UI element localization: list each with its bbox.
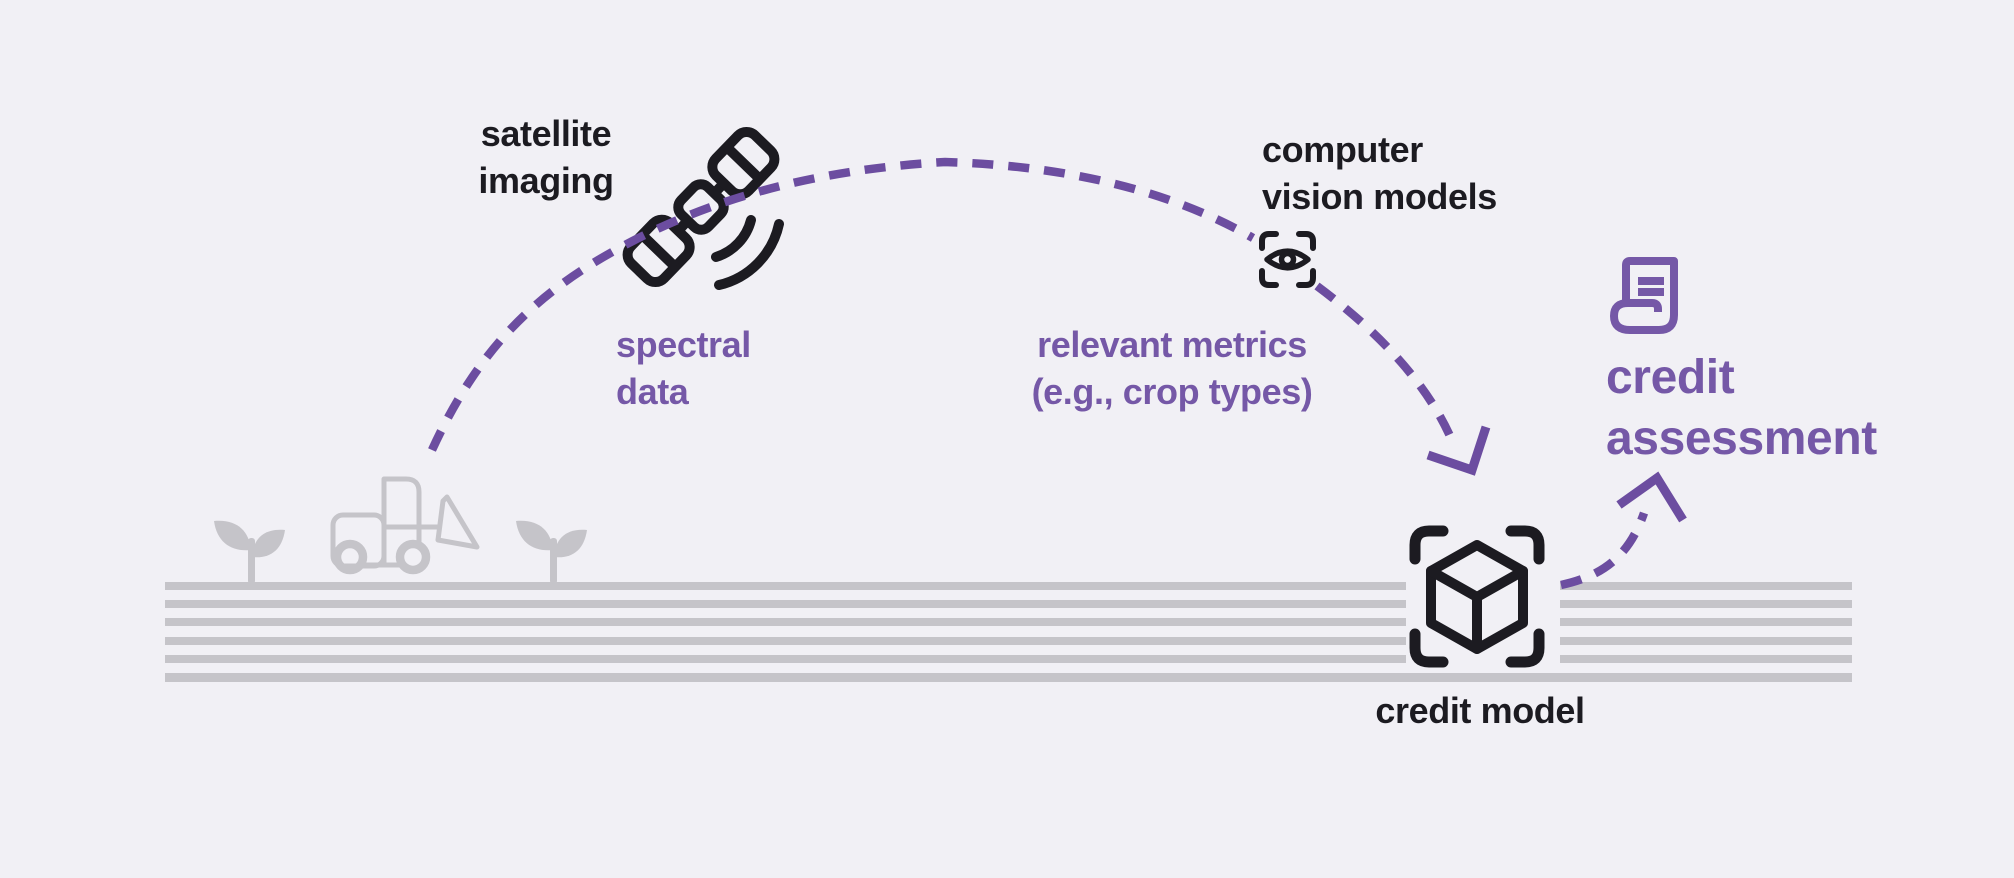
- computer-vision-line2: vision models: [1262, 176, 1497, 217]
- trajectory-model-to-assessment: [1560, 471, 1687, 590]
- satellite-imaging-label: satellite imaging: [478, 110, 614, 204]
- relevant-metrics-label: relevant metrics (e.g., crop types): [1032, 321, 1313, 415]
- relevant-metrics-line1: relevant metrics: [1037, 324, 1307, 365]
- eye-scan-icon: [1259, 231, 1316, 288]
- satellite-imaging-line2: imaging: [478, 160, 614, 201]
- arrowhead-up-icon: [1616, 471, 1687, 523]
- sprout-icon: [516, 520, 587, 584]
- computer-vision-line1: computer: [1262, 129, 1423, 170]
- cube-scan-icon: [1409, 525, 1545, 668]
- credit-assessment-line1: credit: [1606, 351, 1735, 404]
- signal-waves-icon: [711, 215, 784, 290]
- trajectory-satellite-to-vision: [428, 157, 1256, 452]
- satellite-icon: [622, 126, 784, 290]
- credit-model-label: credit model: [1375, 687, 1585, 734]
- relevant-metrics-line2: (e.g., crop types): [1031, 371, 1313, 412]
- arrowhead-down-icon: [1426, 425, 1491, 476]
- credit-model-text: credit model: [1375, 690, 1585, 731]
- credit-assessment-label: credit assessment: [1606, 347, 1877, 469]
- field-rows: [165, 582, 1852, 682]
- spectral-data-line2: data: [616, 371, 689, 412]
- credit-assessment-line2: assessment: [1606, 412, 1877, 465]
- receipt-icon: [1610, 257, 1678, 334]
- trajectory-vision-to-model: [1314, 282, 1491, 476]
- spectral-data-line1: spectral: [616, 324, 751, 365]
- computer-vision-label: computer vision models: [1262, 126, 1497, 220]
- tractor-icon: [330, 476, 480, 575]
- satellite-imaging-line1: satellite: [480, 113, 612, 154]
- sprout-icon: [214, 520, 285, 584]
- spectral-data-label: spectral data: [616, 321, 751, 415]
